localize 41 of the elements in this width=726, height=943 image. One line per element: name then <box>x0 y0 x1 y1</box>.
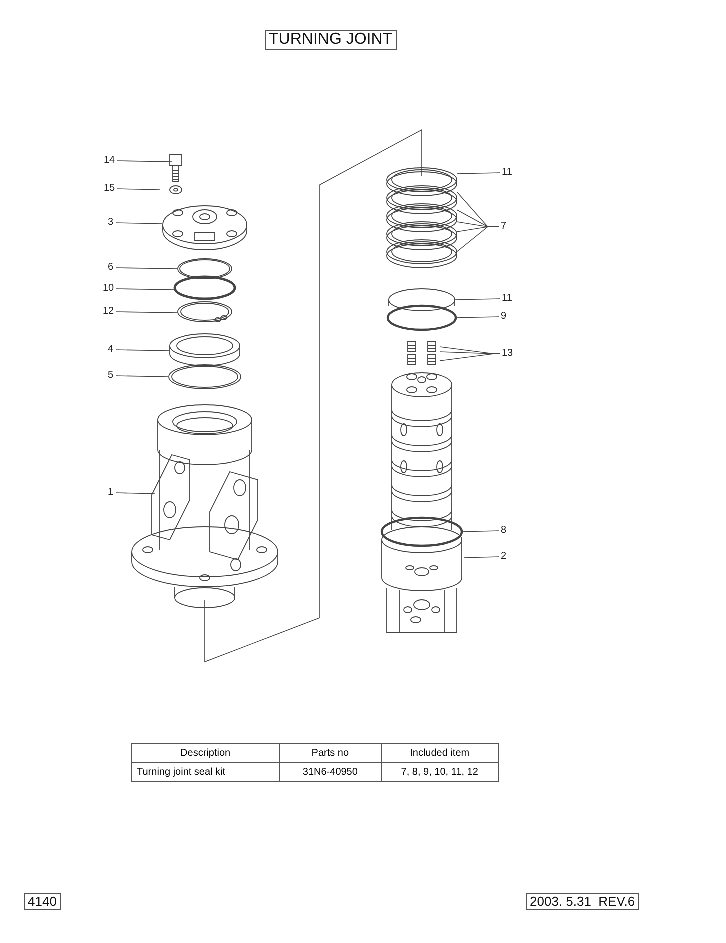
leader-line <box>116 376 168 378</box>
callout-number: 11 <box>502 293 512 305</box>
revision-date: 2003. 5.31 REV.6 <box>526 893 640 910</box>
callout-number: 14 <box>104 155 116 167</box>
leader-line <box>116 312 178 314</box>
callout-number: 9 <box>501 311 507 323</box>
table-cell: 7, 8, 9, 10, 11, 12 <box>381 762 498 782</box>
callout-number: 7 <box>501 221 507 233</box>
leader-line <box>456 316 500 318</box>
callout-number: 13 <box>502 348 514 360</box>
leader-line <box>456 226 500 252</box>
table-header: Included item <box>381 744 498 762</box>
leader-line <box>454 298 500 300</box>
leader-line <box>456 172 500 174</box>
callout-number: 1 <box>108 487 114 499</box>
leader-line <box>462 530 500 532</box>
callout-number: 2 <box>501 551 507 563</box>
callout-number: 8 <box>501 525 507 537</box>
leader-line <box>116 288 176 290</box>
leader-line <box>116 188 160 190</box>
leader-line <box>116 350 170 352</box>
callout-number: 10 <box>103 283 114 295</box>
leader-line <box>116 268 178 270</box>
callout-number: 4 <box>108 344 114 356</box>
table-header: Description <box>132 744 280 762</box>
callout-number: 3 <box>108 217 114 229</box>
leader-line <box>116 492 156 494</box>
page-number: 4140 <box>24 893 61 910</box>
leader-line <box>440 354 500 362</box>
drawing-title: TURNING JOINT <box>265 30 397 50</box>
callout-number: 11 <box>502 167 512 179</box>
callout-number: 15 <box>104 183 116 195</box>
callout-number: 6 <box>108 262 114 274</box>
leader-line <box>116 222 162 224</box>
leader-line <box>464 556 500 558</box>
table-header: Parts no <box>280 744 382 762</box>
table-cell: Turning joint seal kit <box>132 762 280 782</box>
callout-number: 12 <box>103 306 114 318</box>
callout-number: 5 <box>108 370 114 382</box>
leader-line <box>116 160 172 162</box>
table-cell: 31N6-40950 <box>280 762 382 782</box>
